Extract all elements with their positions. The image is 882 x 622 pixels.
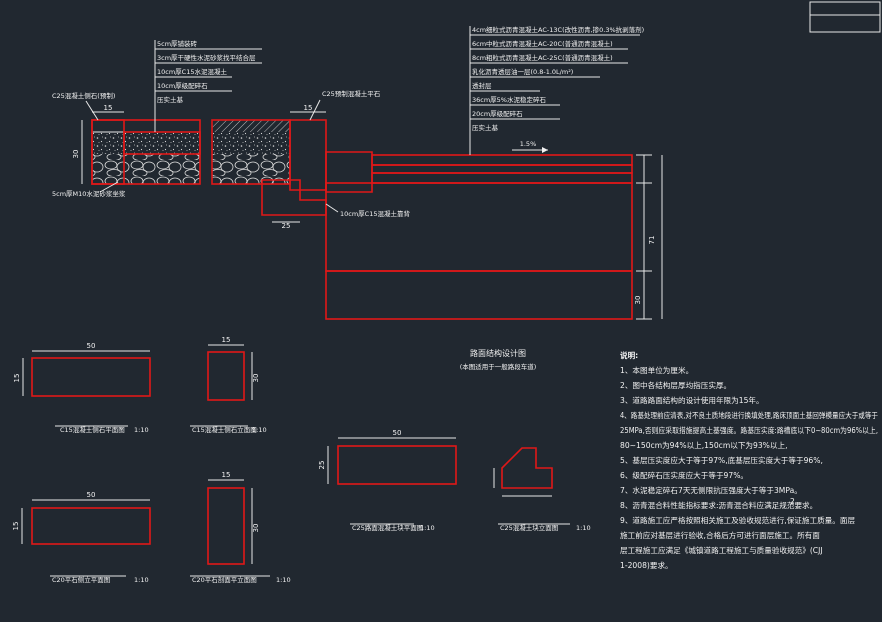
- layer-left-4: 10cm厚级配碎石: [157, 81, 208, 90]
- title-block: [809, 1, 881, 33]
- note-12: 施工前应对基层进行验收,合格后方可进行面层施工。所有面: [620, 530, 820, 540]
- detail-3-label: C20平石侧立平面图: [52, 575, 110, 584]
- note-11: 9、道路施工应严格按照相关施工及验收规范进行,保证施工质量。面层: [620, 515, 855, 525]
- layer-right-4: 乳化沥青透层油一层(0.8-1.0L/m²): [472, 67, 573, 76]
- detail-3-side: 15: [12, 522, 20, 531]
- layer-right-3: 8cm粗粒式沥青混凝土AC-25C(普通沥青混凝土): [472, 53, 613, 62]
- section-subtitle: (本图适用于一般路段车道): [460, 362, 537, 371]
- detail-2: 15 30 C15混凝土侧石立面图 1:10: [190, 336, 267, 434]
- layer-labels-right: 4cm细粒式沥青混凝土AC-13C(改性沥青,掺0.3%抗剥落剂) 6cm中粒式…: [470, 25, 644, 132]
- detail-1-side: 15: [13, 374, 21, 383]
- layer-left-2: 3cm厚干硬性水泥砂浆找平结合层: [157, 53, 256, 62]
- note-6: 80~150cm为94%以上,150cm以下为93%以上,: [620, 440, 788, 450]
- slope-label: 1.5%: [520, 140, 537, 148]
- note-4: 4、路基处理前应清表,对不良土质地段进行换填处理,路床顶面土基回弹模量应大于或等…: [620, 410, 878, 420]
- dim-left: 15: [104, 104, 113, 112]
- curb-label-3: C25预制混凝土平石: [322, 89, 381, 98]
- detail-1-label: C15混凝土侧石平面图: [60, 425, 125, 434]
- layer-left-1: 5cm厚铺装砖: [157, 39, 198, 48]
- detail-5-dim: 50: [393, 429, 402, 437]
- layer-right-7: 20cm厚级配碎石: [472, 109, 523, 118]
- note-7: 5、基层压实度应大于等于97%,底基层压实度大于等于96%,: [620, 455, 823, 465]
- detail-1: 50 15 C15混凝土侧石平面图 1:10: [13, 342, 151, 434]
- detail-3-dim: 50: [87, 491, 96, 499]
- detail-1-scale: 1:10: [134, 426, 149, 434]
- curb-label-4: 10cm厚C15混凝土靠背: [340, 209, 410, 218]
- layer-right-5: 透封层: [472, 81, 492, 90]
- detail-1-dim: 50: [87, 342, 96, 350]
- dim-71: 71: [648, 236, 656, 245]
- detail-5-label: C25路面混凝土块平面图: [352, 523, 423, 532]
- layer-right-6: 36cm厚5%水泥稳定碎石: [472, 95, 546, 104]
- detail-2-label: C15混凝土侧石立面图: [192, 425, 257, 434]
- layer-left-3: 10cm厚C15水泥混凝土: [157, 67, 227, 76]
- detail-5-scale: 1:10: [420, 524, 435, 532]
- detail-4-side: 30: [252, 524, 260, 533]
- detail-2-dim: 15: [222, 336, 231, 344]
- curb-label-1: C25混凝土侧石(预制): [52, 91, 115, 100]
- detail-5: 50 25 C25路面混凝土块平面图 1:10: [318, 429, 457, 532]
- curb-label-2: 5cm厚M10水泥砂浆坐浆: [52, 189, 126, 198]
- detail-5-side: 25: [318, 461, 326, 470]
- section-title: 路面结构设计图: [470, 348, 526, 358]
- detail-4-label: C20平石剖面平立面图: [192, 575, 257, 584]
- note-13: 层工程施工应满足《城镇道路工程施工与质量验收规范》(CJJ: [620, 545, 823, 555]
- notes: 说明: 1、本图单位为厘米。 2、图中各结构层厚均指压实厚。 3、道路路面结构的…: [620, 350, 878, 570]
- detail-3-scale: 1:10: [134, 576, 149, 584]
- pavement-section: 1.5% 71 30 15 15 30 25 5cm厚铺装砖 3cm厚干硬性水泥…: [52, 25, 663, 371]
- note-5: 25MPa,否则应采取措施提高土基强度。路基压实度:路槽底以下0~80cm为96…: [620, 425, 878, 435]
- detail-2-scale: 1:10: [252, 426, 267, 434]
- note-10: 8、沥青混合料性能指标要求:沥青混合料应满足规范要求。: [620, 500, 817, 510]
- detail-6-label: C25混凝土块立面图: [500, 523, 558, 532]
- dim-sidewalk: 30: [72, 150, 80, 159]
- detail-4-dim: 15: [222, 471, 231, 479]
- detail-4-scale: 1:10: [276, 576, 291, 584]
- note-stray: 2: [790, 497, 795, 506]
- dim-curb: 15: [304, 104, 313, 112]
- detail-6: C25混凝土块立面图 1:10: [493, 447, 591, 532]
- notes-heading: 说明:: [620, 350, 638, 360]
- detail-4: 15 30 C20平石剖面平立面图 1:10: [190, 471, 291, 584]
- layer-right-2: 6cm中粒式沥青混凝土AC-20C(普通沥青混凝土): [472, 39, 613, 48]
- detail-3: 50 15 C20平石侧立平面图 1:10: [12, 491, 151, 584]
- layer-right-1: 4cm细粒式沥青混凝土AC-13C(改性沥青,掺0.3%抗剥落剂): [472, 25, 644, 34]
- dim-30: 30: [634, 296, 642, 305]
- detail-6-scale: 1:10: [576, 524, 591, 532]
- note-1: 1、本图单位为厘米。: [620, 365, 693, 375]
- detail-2-side: 30: [252, 374, 260, 383]
- note-9: 7、水泥稳定碎石7天无侧限抗压强度大于等于3MPa。: [620, 485, 802, 495]
- layer-left-5: 压实土基: [157, 95, 184, 104]
- layer-right-8: 压实土基: [472, 123, 499, 132]
- note-3: 3、道路路面结构的设计使用年限为15年。: [620, 395, 764, 405]
- note-8: 6、级配碎石压实度应大于等于97%。: [620, 470, 748, 480]
- note-2: 2、图中各结构层厚均指压实厚。: [620, 380, 731, 390]
- layer-labels-left: 5cm厚铺装砖 3cm厚干硬性水泥砂浆找平结合层 10cm厚C15水泥混凝土 1…: [155, 39, 262, 104]
- dim-base: 25: [282, 222, 291, 230]
- note-14: 1-2008)要求。: [620, 560, 673, 570]
